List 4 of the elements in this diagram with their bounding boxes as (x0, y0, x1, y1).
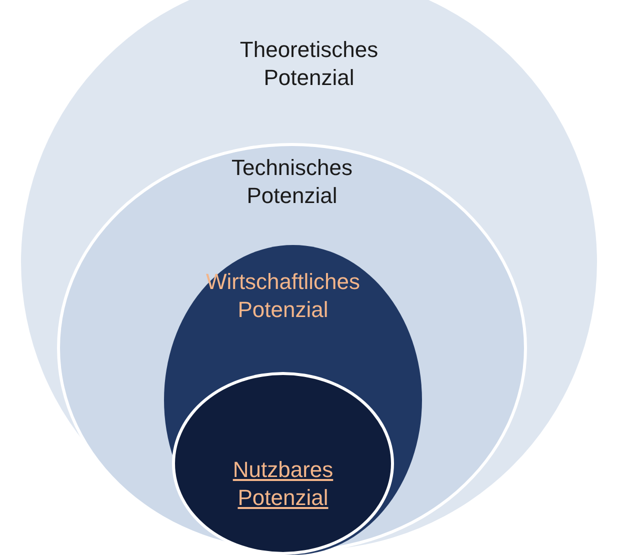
ellipse-label: Theoretisches Potenzial (238, 36, 380, 92)
ellipse-label: Nutzbares Potenzial (232, 456, 334, 512)
ellipse-label: Technisches Potenzial (230, 154, 354, 210)
ellipse-label: Wirtschaftliches Potenzial (204, 268, 362, 324)
